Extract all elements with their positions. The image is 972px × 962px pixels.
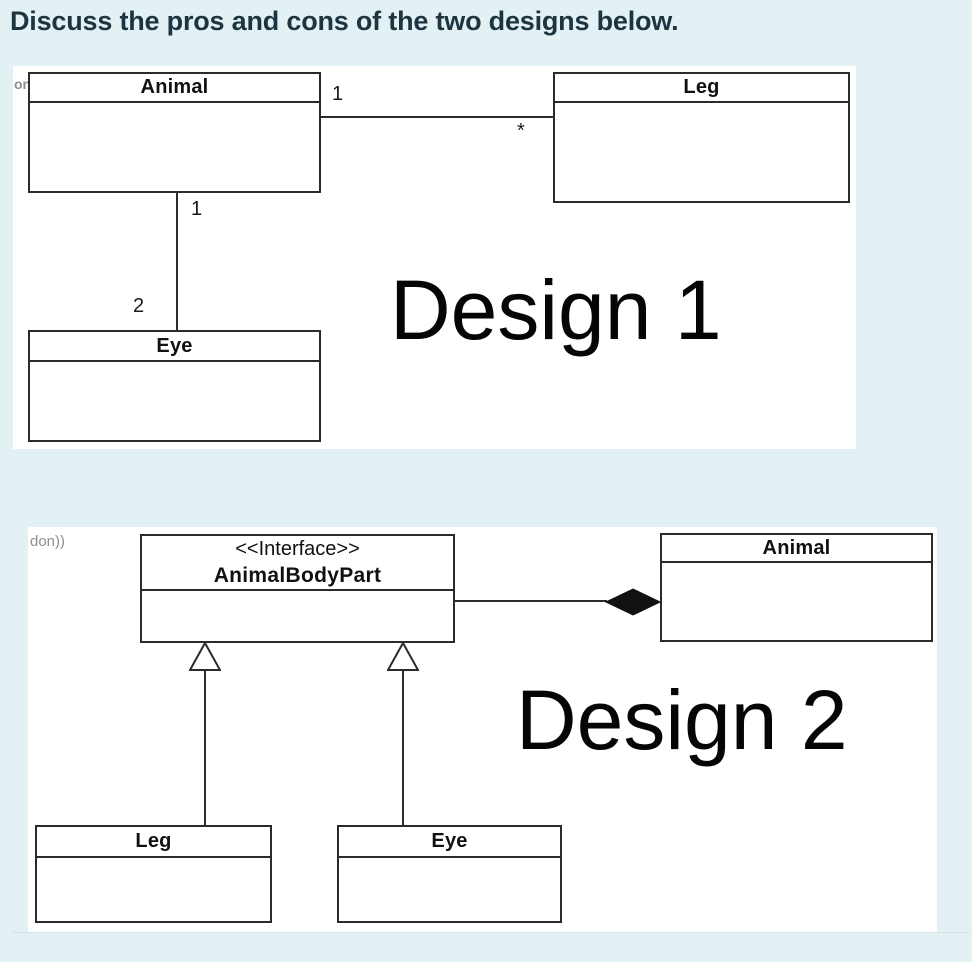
uml-class-eye-d2: Eye: [337, 825, 562, 923]
class-title-eye-d1: Eye: [30, 332, 319, 362]
realization-line-leg: [204, 670, 206, 825]
association-line-animal-eye: [176, 193, 178, 330]
uml-class-leg-d1: Leg: [553, 72, 850, 203]
design2-label: Design 2: [516, 673, 848, 767]
realization-line-eye: [402, 670, 404, 825]
class-title-leg-d2: Leg: [37, 827, 270, 858]
design1-label: Design 1: [390, 263, 722, 357]
class-title-leg-d1: Leg: [555, 74, 848, 103]
class-title-animal-d1: Animal: [30, 74, 319, 103]
composition-diamond-icon: [605, 588, 661, 616]
multiplicity-animal-eye-2: 2: [133, 295, 145, 317]
class-title-eye-d2: Eye: [339, 827, 560, 858]
interface-stereotype: <<Interface>>: [235, 538, 360, 560]
interface-name: AnimalBodyPart: [213, 564, 382, 587]
association-line-animal-leg: [321, 116, 553, 118]
uml-class-eye-d1: Eye: [28, 330, 321, 442]
class-title-animal-d2: Animal: [662, 535, 931, 563]
multiplicity-animal-leg-1: 1: [332, 83, 344, 105]
multiplicity-animal-eye-1: 1: [191, 198, 203, 220]
uml-class-animal-d2: Animal: [660, 533, 933, 642]
question-title: Discuss the pros and cons of the two des…: [10, 6, 679, 36]
uml-interface-animalbodypart: <<Interface>> AnimalBodyPart: [140, 534, 455, 643]
generalization-arrow-icon: [189, 642, 221, 671]
interface-header: <<Interface>> AnimalBodyPart: [142, 536, 453, 591]
composition-line: [455, 600, 607, 602]
design2-watermark: don)): [30, 533, 66, 550]
multiplicity-animal-leg-star: *: [517, 120, 525, 142]
generalization-arrow-icon: [387, 642, 419, 671]
uml-class-animal-d1: Animal: [28, 72, 321, 193]
uml-class-leg-d2: Leg: [35, 825, 272, 923]
bottom-divider: [13, 932, 970, 933]
